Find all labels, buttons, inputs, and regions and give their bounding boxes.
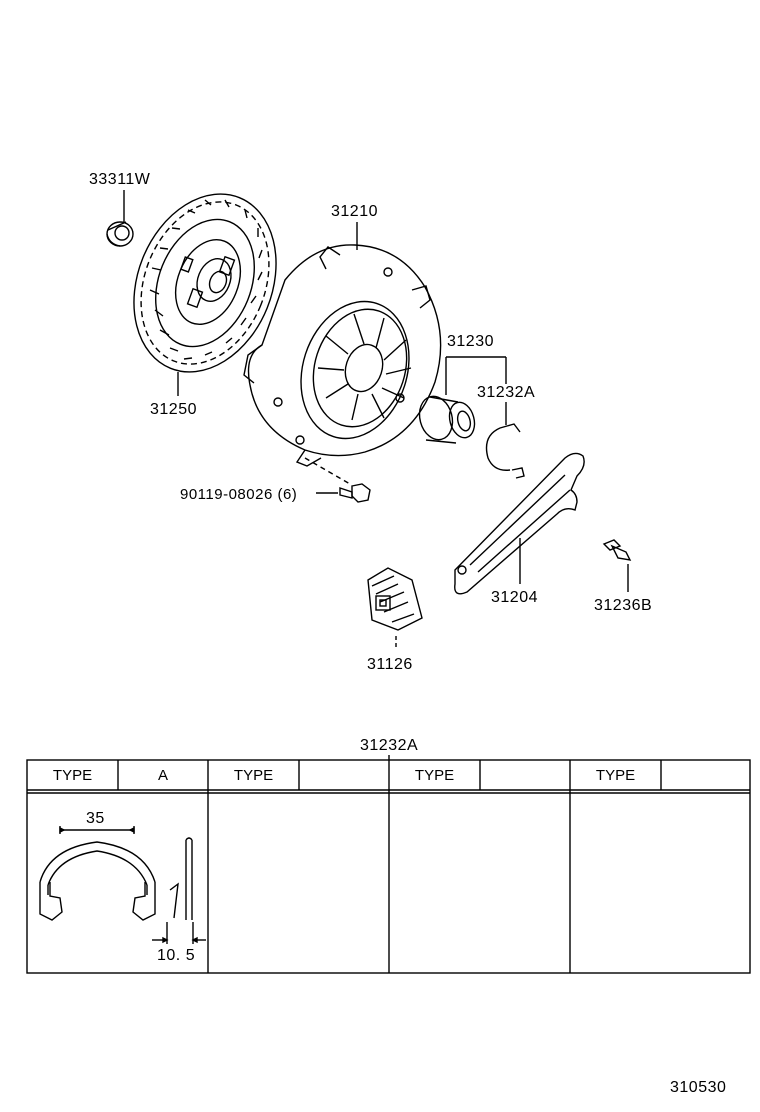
- dust-boot-31126[interactable]: [367, 567, 423, 650]
- release-clip-31232a[interactable]: [485, 402, 525, 479]
- type-table: [26, 755, 751, 974]
- dimension-thickness: 10. 5: [157, 947, 196, 964]
- table-header-type-3: TYPE: [414, 767, 455, 784]
- label-31230: 31230: [447, 333, 494, 350]
- table-header-type-4: TYPE: [595, 767, 636, 784]
- label-31250: 31250: [150, 401, 197, 418]
- release-bearing-31230[interactable]: [415, 356, 507, 444]
- table-header-type-1: TYPE: [52, 767, 93, 784]
- diagram-code: 310530: [670, 1079, 727, 1096]
- clutch-cover-31210[interactable]: [243, 222, 442, 485]
- table-title: 31232A: [360, 737, 419, 754]
- label-90119-08026: 90119-08026 (6): [180, 486, 298, 503]
- label-33311w: 33311W: [89, 171, 151, 188]
- label-31232a: 31232A: [477, 384, 536, 401]
- clutch-disc-31250[interactable]: [108, 173, 301, 396]
- dimension-width: 35: [86, 810, 105, 827]
- fork-pivot-31236b[interactable]: [602, 539, 632, 592]
- label-31126: 31126: [367, 656, 413, 673]
- release-fork-31204[interactable]: [454, 452, 585, 595]
- table-header-type-2: TYPE: [233, 767, 274, 784]
- clip-type-a-drawing: [39, 826, 206, 944]
- table-header-value-1: A: [157, 767, 168, 784]
- label-31236b: 31236B: [594, 597, 653, 614]
- label-31204: 31204: [491, 589, 538, 606]
- bolt-90119-08026[interactable]: [316, 483, 371, 503]
- label-31210: 31210: [331, 203, 378, 220]
- pilot-bearing-33311w[interactable]: [106, 190, 134, 247]
